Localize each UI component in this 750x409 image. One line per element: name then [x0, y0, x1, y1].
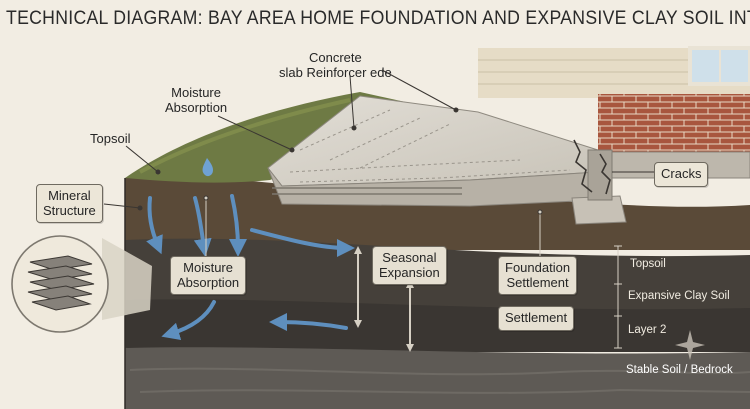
label-foundation-settlement: Foundation Settlement [498, 256, 578, 296]
rebar-grid [289, 109, 571, 183]
label-mineral-line1: Mineral [48, 188, 91, 203]
layer-scale [614, 245, 622, 349]
label-settlement: Settlement [498, 306, 575, 331]
brick-wall [598, 94, 750, 158]
label-foundation-line2: Settlement [506, 274, 569, 290]
layer-label-bedrock: Stable Soil / Bedrock [626, 364, 733, 376]
label-moisture-top-line1: Moisture [171, 85, 221, 100]
label-moisture-top-line2: Absorption [165, 99, 228, 115]
label-seasonal-line2: Expansion [379, 264, 440, 280]
layer-label-layer2: Layer 2 [628, 324, 667, 336]
mineral-inset [11, 235, 152, 333]
water-droplet-icon [202, 158, 213, 177]
label-mineral-line2: Structure [43, 202, 96, 218]
soil-strata [125, 176, 750, 409]
foundation-crack [599, 153, 611, 195]
moisture-arrow-3 [228, 194, 247, 257]
bedrock-texture [129, 367, 750, 394]
moisture-arrow-return [269, 313, 348, 332]
clay-plates-icon [27, 255, 95, 311]
label-seasonal-expansion: Seasonal Expansion [372, 246, 447, 286]
label-moisture-box-line2: Absorption [177, 274, 240, 290]
layer-label-clay: Expansive Clay Soil [628, 290, 730, 302]
label-cracks: Cracks [654, 162, 709, 187]
moisture-arrows [146, 194, 355, 341]
label-concrete-slab-line1: Concrete [308, 50, 362, 65]
sparkle-icon [675, 330, 705, 360]
layer-label-topsoil: Topsoil [630, 258, 666, 270]
moisture-arrow-lower [161, 300, 216, 341]
label-foundation-line1: Foundation [505, 260, 571, 275]
moisture-arrow-2 [193, 196, 212, 257]
label-concrete-slab-line2: slab Reinforcer ede [279, 64, 392, 80]
layer-2 [125, 299, 750, 352]
label-moisture-box-line1: Moisture [183, 260, 233, 275]
label-seasonal-line1: Seasonal [382, 250, 437, 265]
diagram-title: TECHNICAL DIAGRAM: BAY AREA HOME FOUNDAT… [6, 8, 750, 29]
moisture-arrow-lateral [250, 228, 355, 257]
concrete-slab [267, 95, 627, 225]
leader-lines [103, 69, 654, 258]
moisture-arrow-1 [146, 196, 163, 255]
label-mineral-structure: Mineral Structure [36, 184, 103, 224]
label-concrete-slab: Concrete slab Reinforcer ede [279, 50, 392, 80]
label-topsoil: Topsoil [90, 131, 131, 146]
label-moisture-absorption-top: Moisture Absorption [165, 85, 228, 115]
house-wall [478, 46, 750, 179]
bedrock-layer [125, 347, 750, 409]
label-moisture-absorption-box: Moisture Absorption [170, 256, 247, 296]
rebar-cage [272, 187, 462, 195]
grass-highlight [139, 98, 351, 174]
wall-crack [573, 139, 593, 193]
inset-funnel [102, 238, 152, 320]
